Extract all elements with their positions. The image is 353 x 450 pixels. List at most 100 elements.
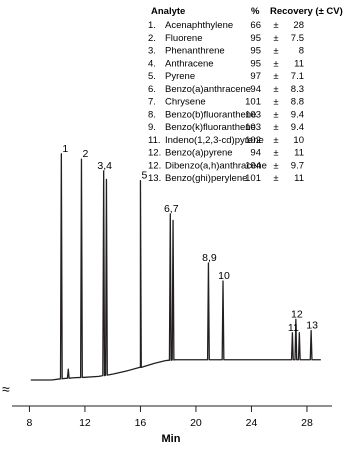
x-tick-label: 20 [190, 417, 202, 429]
peak-label: 2 [82, 148, 88, 160]
plus-minus: ± [273, 109, 278, 120]
x-tick-label: 28 [301, 417, 313, 429]
plus-minus: ± [273, 20, 278, 31]
analyte-name: Anthracene [165, 58, 214, 69]
analyte-name: Benzo(a)pyrene [165, 148, 233, 159]
row-number: 9. [148, 122, 156, 133]
analyte-name: Benzo(k)fluoranthene [165, 122, 256, 133]
recovery-value: 66 [250, 20, 261, 31]
plus-minus: ± [273, 58, 278, 69]
x-axis-ticks: 8 12 16 20 24 28 [27, 406, 313, 429]
analyte-name: Acenaphthylene [165, 20, 233, 31]
x-tick-label: 16 [135, 417, 147, 429]
cv-value: 9.4 [291, 122, 304, 133]
recovery-value: 94 [250, 148, 261, 159]
row-number: 8. [148, 109, 156, 120]
row-number: 4. [148, 58, 156, 69]
table-header-recovery: Recovery (± CV) [270, 6, 343, 17]
cv-value: 11 [294, 58, 304, 69]
plus-minus: ± [273, 33, 278, 44]
peak-label: 12 [291, 308, 303, 320]
cv-value: 8.3 [291, 84, 304, 95]
peak-label: 1 [62, 143, 68, 155]
plus-minus: ± [273, 97, 278, 108]
axis-break-symbol: ≈ [2, 381, 10, 397]
analyte-name: Dibenzo(a,h)anthracene [165, 160, 267, 171]
recovery-value: 101 [245, 173, 261, 184]
plus-minus: ± [273, 173, 278, 184]
analyte-name: Phenanthrene [165, 46, 225, 57]
plus-minus: ± [273, 84, 278, 95]
x-axis-title: Min [161, 433, 180, 445]
table-row: 4. Anthracene 95 ±11 [148, 58, 304, 69]
recovery-value: 94 [250, 84, 261, 95]
recovery-value: 102 [245, 135, 261, 146]
cv-value: 28 [293, 20, 304, 31]
recovery-value: 103 [245, 122, 261, 133]
recovery-value: 95 [250, 46, 261, 57]
table-header-percent: % [251, 6, 260, 17]
cv-value: 10 [293, 135, 304, 146]
analyte-name: Pyrene [165, 71, 195, 82]
analyte-name: Benzo(ghi)perylene [165, 173, 247, 184]
cv-value: 7.5 [291, 33, 304, 44]
cv-value: 8 [299, 46, 304, 57]
row-number: 12. [148, 160, 161, 171]
analyte-name: Chrysene [165, 97, 206, 108]
plus-minus: ± [273, 122, 278, 133]
recovery-value: 104 [245, 160, 261, 171]
row-number: 6. [148, 84, 156, 95]
row-number: 11. [148, 135, 161, 146]
plus-minus: ± [273, 135, 278, 146]
row-number: 2. [148, 33, 156, 44]
peak-label: 10 [218, 270, 230, 282]
recovery-value: 95 [250, 58, 261, 69]
x-tick-label: 8 [27, 417, 33, 429]
analyte-name: Benzo(a)anthracene [165, 84, 251, 95]
recovery-value: 101 [245, 97, 261, 108]
row-number: 5. [148, 71, 156, 82]
table-row: 2. Fluorene 95 ±7.5 [148, 33, 304, 44]
cv-value: 11 [294, 148, 304, 159]
cv-value: 9.7 [291, 160, 304, 171]
table-row: 12. Benzo(a)pyrene 94 ±11 [148, 148, 304, 159]
plus-minus: ± [273, 71, 278, 82]
cv-value: 9.4 [291, 109, 304, 120]
plus-minus: ± [273, 148, 278, 159]
table-row: 3. Phenanthrene 95 ±8 [148, 46, 304, 57]
cv-value: 11 [294, 173, 304, 184]
row-number: 12. [148, 148, 161, 159]
analyte-name: Indeno(1,2,3-cd)pyrene [165, 135, 264, 146]
cv-value: 8.8 [291, 97, 304, 108]
peak-label: 11 [288, 322, 299, 334]
x-tick-label: 12 [79, 417, 91, 429]
row-number: 13. [148, 173, 161, 184]
peak-label: 13 [306, 320, 318, 332]
peak-label: 5 [141, 170, 147, 182]
analyte-name: Fluorene [165, 33, 203, 44]
analyte-name: Benzo(b)fluoranthene [165, 109, 256, 120]
x-tick-label: 24 [246, 417, 258, 429]
peak-label: 8,9 [202, 252, 217, 264]
chromatogram-trace [30, 153, 321, 381]
peak-label: 3,4 [97, 160, 112, 172]
plus-minus: ± [273, 46, 278, 57]
row-number: 3. [148, 46, 156, 57]
table-header-analyte: Analyte [151, 6, 185, 17]
plus-minus: ± [273, 160, 278, 171]
recovery-value: 95 [250, 33, 261, 44]
peak-label: 6,7 [164, 203, 179, 215]
